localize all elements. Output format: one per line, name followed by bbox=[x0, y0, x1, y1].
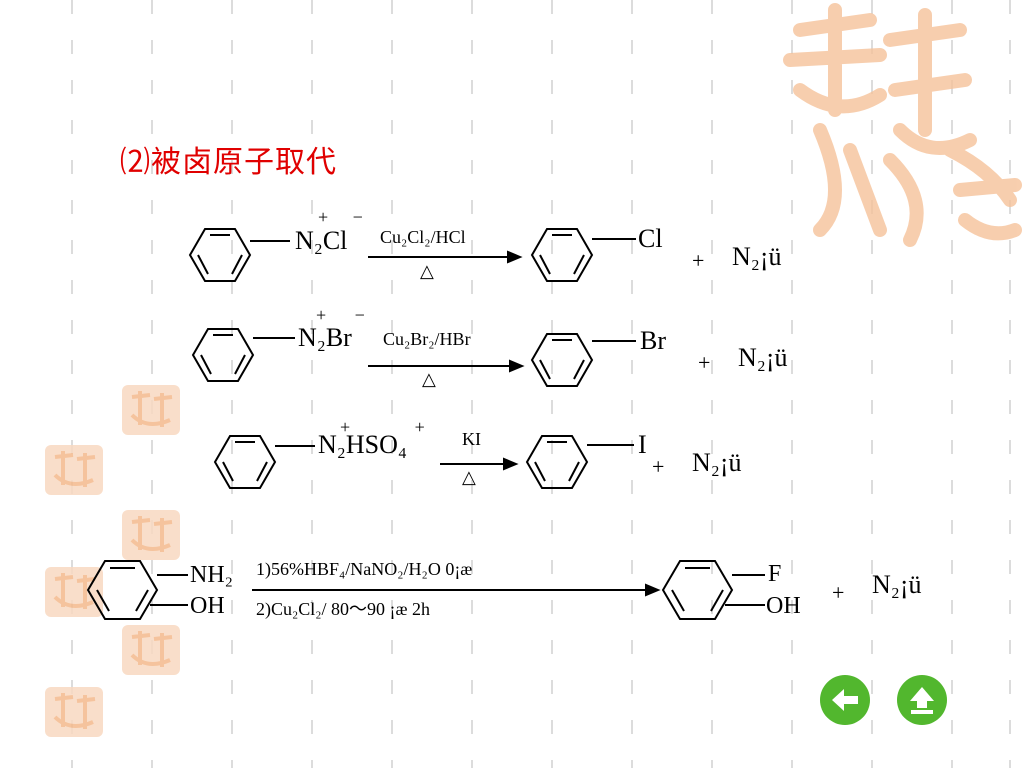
seal-stamp bbox=[45, 687, 103, 737]
reagent-step-1: 1)56%HBF₄/NaNO₂/H₂O 0¡æ bbox=[256, 559, 473, 579]
product-substituent: I bbox=[638, 430, 647, 459]
heat-symbol: △ bbox=[422, 369, 436, 389]
seal-stamp bbox=[45, 445, 103, 495]
benzene-ring bbox=[525, 435, 589, 489]
product-substituent: Cl bbox=[638, 224, 663, 253]
section-title: ⑵被卤原子取代 bbox=[120, 145, 337, 180]
back-button[interactable] bbox=[820, 675, 870, 725]
product-substituent-top: F bbox=[768, 561, 782, 587]
reactant-formula: N₂Cl bbox=[295, 226, 348, 255]
charge-marks: + − bbox=[318, 207, 363, 227]
reagent-step-2: 2)Cu₂Cl₂/ 80～90 ¡æ 2h bbox=[256, 599, 431, 619]
heat-symbol: △ bbox=[420, 261, 434, 281]
benzene-ring bbox=[188, 228, 252, 282]
reagent-label: Cu₂Cl₂/HCl bbox=[380, 227, 466, 247]
plus-sign: + bbox=[652, 454, 665, 479]
byproduct-formula: N₂¡ü bbox=[738, 343, 788, 372]
byproduct-formula: N₂¡ü bbox=[692, 448, 742, 477]
seal-stamp bbox=[122, 625, 180, 675]
charge-marks: + − bbox=[316, 305, 365, 325]
benzene-ring bbox=[213, 435, 277, 489]
seal-stamp bbox=[45, 567, 103, 617]
plus-sign: + bbox=[692, 248, 705, 273]
reagent-label: Cu₂Br₂/HBr bbox=[383, 329, 471, 349]
arrow-up-icon bbox=[910, 687, 934, 714]
benzene-ring bbox=[661, 560, 734, 620]
reagent-label: KI bbox=[462, 429, 481, 449]
home-button[interactable] bbox=[897, 675, 947, 725]
seal-stamp bbox=[122, 385, 180, 435]
reactant-formula: N₂Br bbox=[298, 323, 352, 352]
benzene-ring bbox=[530, 333, 594, 387]
calligraphy-decoration bbox=[783, 3, 1022, 247]
byproduct-formula: N₂¡ü bbox=[732, 242, 782, 271]
product-substituent: Br bbox=[640, 326, 666, 355]
charge-marks: + + bbox=[340, 417, 425, 437]
seal-stamp bbox=[122, 510, 180, 560]
reactant-substituent-top: NH₂ bbox=[190, 562, 234, 588]
plus-sign: + bbox=[832, 580, 845, 605]
reactant-substituent-bottom: OH bbox=[190, 593, 225, 619]
benzene-ring bbox=[191, 328, 255, 382]
byproduct-formula: N₂¡ü bbox=[872, 570, 922, 599]
reactant-formula: N₂HSO₄ bbox=[318, 430, 407, 459]
plus-sign: + bbox=[698, 350, 711, 375]
product-substituent-bottom: OH bbox=[766, 593, 801, 619]
arrow-left-icon bbox=[832, 689, 858, 711]
heat-symbol: △ bbox=[462, 467, 476, 487]
benzene-ring bbox=[530, 228, 594, 282]
benzene-ring bbox=[86, 560, 159, 620]
